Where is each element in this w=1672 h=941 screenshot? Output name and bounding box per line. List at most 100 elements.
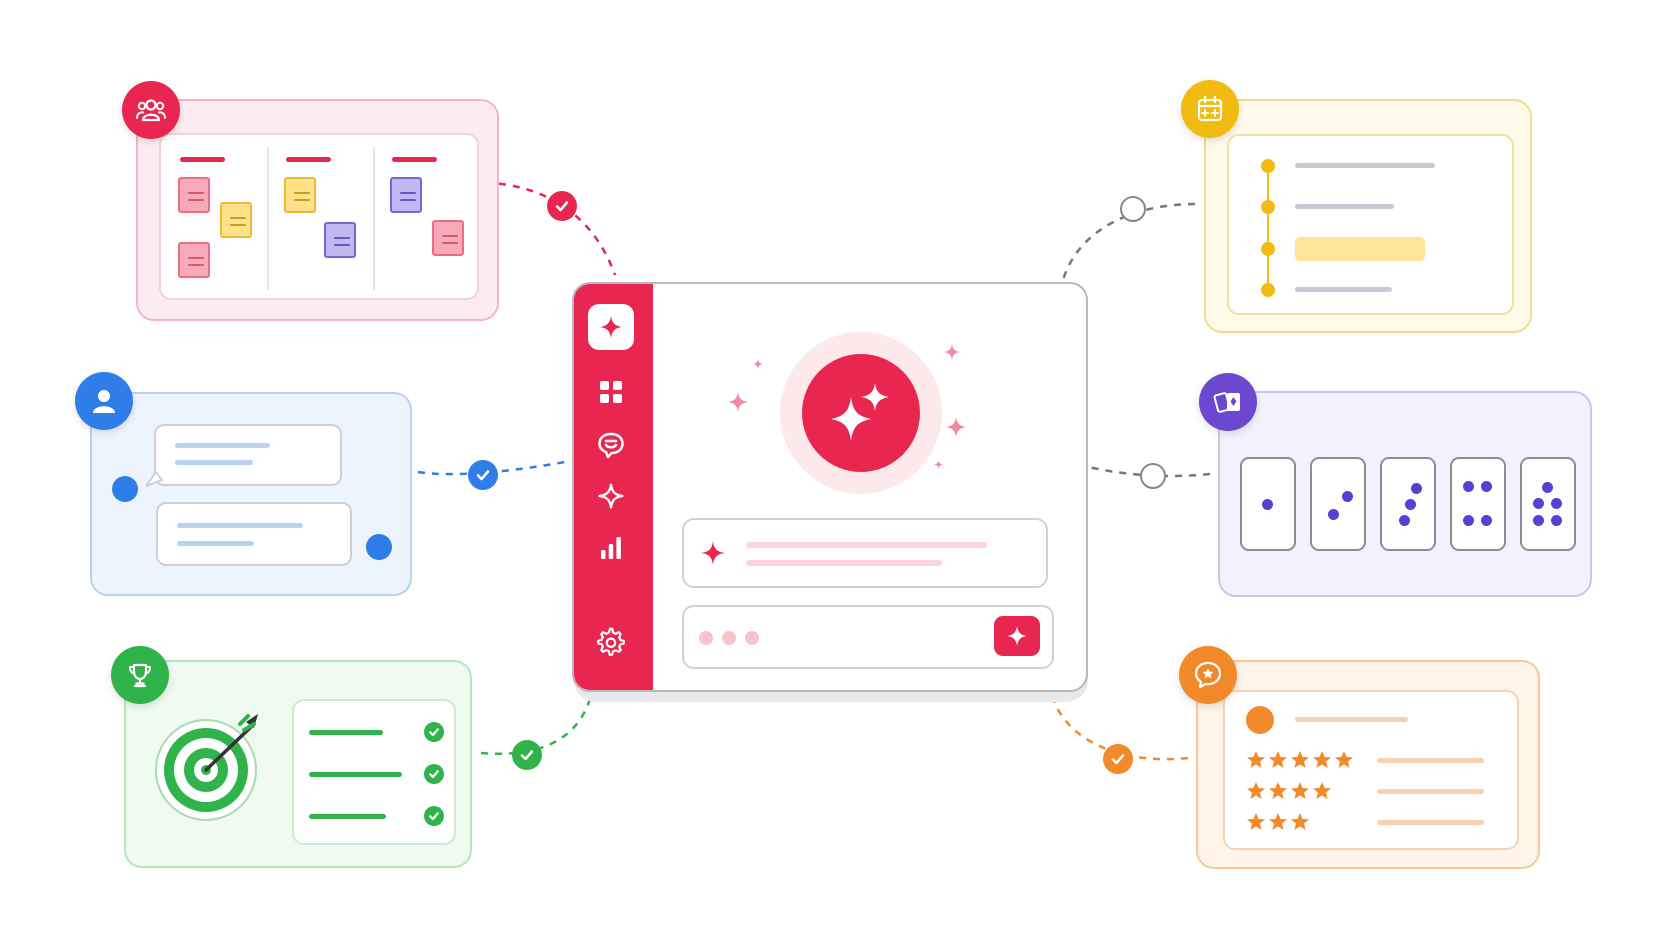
user-icon: [93, 390, 115, 413]
badge-chat: [75, 372, 133, 430]
checklist-line: [309, 814, 386, 819]
calendar-icon: [1197, 95, 1223, 122]
message-line: [175, 443, 270, 448]
timeline-card: [1204, 99, 1532, 333]
typing-dot: [722, 631, 736, 645]
timeline-track: [1267, 165, 1269, 290]
reviews-card: [1196, 660, 1540, 869]
check-icon: [429, 812, 439, 821]
pip: [1463, 481, 1474, 492]
gear-icon: [597, 627, 625, 656]
connector-timeline: [1061, 202, 1196, 281]
sticky-note: [324, 222, 356, 258]
pip: [1551, 515, 1562, 526]
check-icon: [429, 770, 439, 779]
sticky-note: [178, 177, 210, 213]
nav-settings-button[interactable]: [596, 627, 626, 657]
review-line: [1377, 820, 1484, 825]
column-divider: [373, 147, 375, 290]
check-icon: [555, 201, 569, 212]
reviewer-avatar: [1246, 706, 1274, 734]
sparkle-icon: [701, 541, 725, 565]
typing-dot: [699, 631, 713, 645]
pip: [1481, 481, 1492, 492]
sparkles-icon: [831, 383, 889, 441]
checklist-check: [424, 764, 444, 784]
timeline-line: [1295, 163, 1435, 168]
sticky-note: [178, 242, 210, 278]
die-face-3: [1380, 457, 1436, 551]
message-line: [177, 541, 254, 546]
timeline-dot: [1261, 159, 1275, 173]
pending-node-timeline: [1120, 196, 1146, 222]
check-icon: [429, 728, 439, 737]
sparkle-outline-icon: [598, 483, 624, 509]
sender-avatar: [112, 476, 138, 502]
connector-reviews: [1050, 694, 1189, 761]
hero-ai-badge: [802, 354, 920, 472]
nav-ai-button[interactable]: [597, 482, 625, 510]
sparkle-icon: [1007, 626, 1027, 646]
die-face-5: [1520, 457, 1576, 551]
sticky-note: [432, 220, 464, 256]
column-header: [392, 157, 437, 162]
rating-3-stars: [1247, 813, 1309, 830]
pip: [1405, 499, 1416, 510]
chat-icon: [598, 432, 624, 459]
pip: [1411, 483, 1422, 494]
pip: [1342, 491, 1353, 502]
die-face-4: [1450, 457, 1506, 551]
nav-analytics-button[interactable]: [597, 534, 625, 562]
column-divider: [267, 147, 269, 290]
message-line: [175, 460, 253, 465]
message-bubble: [154, 424, 342, 486]
badge-reviews: [1179, 646, 1237, 704]
pip: [1533, 498, 1544, 509]
bubble-tail: [146, 472, 164, 488]
hub-window: [572, 282, 1088, 692]
send-button[interactable]: [994, 616, 1040, 656]
timeline-line: [1295, 287, 1392, 292]
pip: [1399, 515, 1410, 526]
checklist-line: [309, 772, 402, 777]
cards-icon: [1213, 392, 1240, 413]
check-icon: [520, 750, 534, 761]
checklist-line: [309, 730, 383, 735]
receiver-avatar: [366, 534, 392, 560]
check-icon: [1111, 754, 1125, 765]
sticky-note: [220, 202, 252, 238]
connector-goals: [480, 691, 594, 755]
ai-response-card: [682, 518, 1048, 588]
review-line: [1377, 789, 1484, 794]
message-bubble: [156, 502, 352, 566]
hub-sidebar: [574, 284, 653, 690]
badge-goals: [111, 646, 169, 704]
review-line: [1377, 758, 1484, 763]
decor-sparkles: [728, 344, 966, 469]
timeline-panel: [1227, 134, 1514, 315]
nav-chat-button[interactable]: [596, 430, 626, 460]
timeline-dot: [1261, 283, 1275, 297]
check-node-reviews: [1103, 744, 1133, 774]
review-name-line: [1295, 717, 1408, 722]
sparkle-icon: [600, 316, 622, 338]
board-card: [136, 99, 499, 321]
star-chat-icon: [1194, 661, 1222, 689]
kanban-board: [159, 133, 479, 300]
pip: [1542, 482, 1553, 493]
column-header: [286, 157, 331, 162]
timeline-line: [1295, 204, 1394, 209]
pip: [1463, 515, 1474, 526]
prompt-input[interactable]: [682, 605, 1054, 669]
check-node-goals: [512, 740, 542, 770]
team-icon: [136, 99, 166, 122]
nav-grid-button[interactable]: [597, 378, 625, 406]
checklist-check: [424, 722, 444, 742]
check-icon: [476, 470, 490, 481]
response-line: [746, 542, 987, 548]
nav-home-button[interactable]: [588, 304, 634, 350]
checklist-check: [424, 806, 444, 826]
response-line: [746, 560, 942, 566]
timeline-dot: [1261, 200, 1275, 214]
